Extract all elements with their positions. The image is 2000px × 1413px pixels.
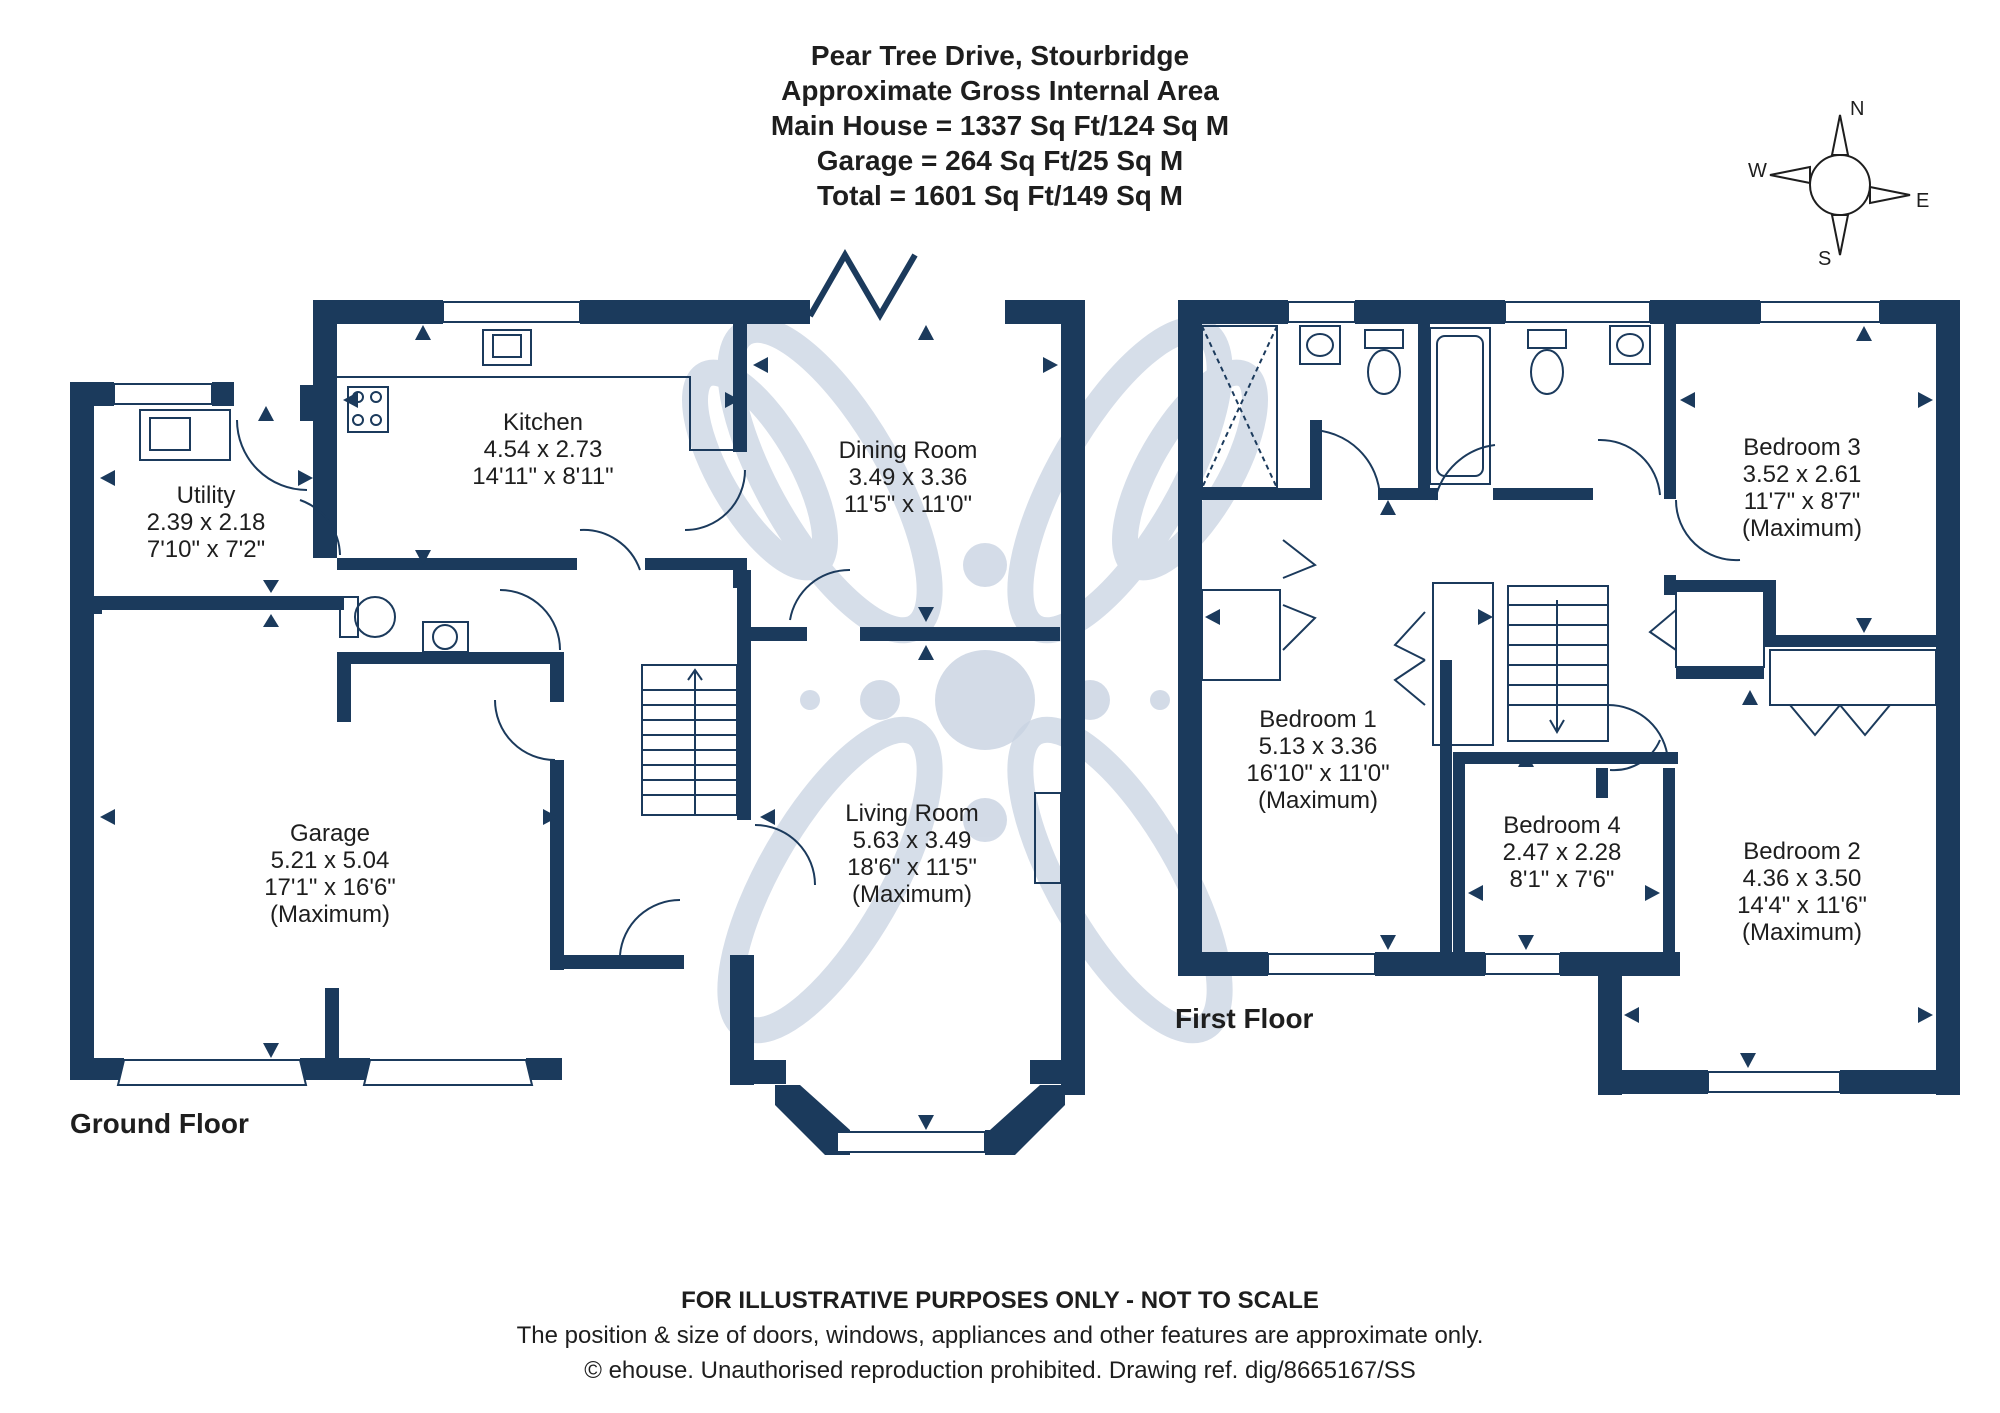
compass-east: E [1916,190,1930,212]
room-imperial: 7'10" x 7'2" [146,536,266,563]
area-title: Approximate Gross Internal Area [781,75,1219,106]
room-imperial: 16'10" x 11'0" [1246,760,1390,787]
room-name: Living Room [845,800,979,827]
room-metric: 2.47 x 2.28 [1502,839,1622,866]
room-name: Utility [176,482,236,509]
room-imperial: 11'7" x 8'7" [1743,488,1861,515]
room-metric: 5.13 x 3.36 [1258,733,1378,760]
room-metric: 5.63 x 3.49 [852,827,972,854]
first-floor-windows [1267,301,1881,1093]
ground-floor-label: Ground Floor [70,1108,249,1139]
room-kitchen: Kitchen 4.54 x 2.73 14'11" x 8'11" [472,409,613,490]
room-name: Bedroom 4 [1503,812,1621,839]
compass-west: W [1748,160,1767,182]
first-floor-label: First Floor [1175,1003,1314,1034]
room-name: Dining Room [838,437,978,464]
main-house-area: Main House = 1337 Sq Ft/124 Sq M [770,110,1230,141]
ground-floor-arrows [100,325,1058,1130]
room-imperial: 14'11" x 8'11" [472,463,614,490]
room-note: (Maximum) [1742,919,1862,946]
room-note: (Maximum) [1257,787,1378,814]
copyright-notice: © ehouse. Unauthorised reproduction proh… [584,1357,1416,1384]
compass-south: S [1818,248,1832,270]
room-name: Kitchen [502,409,584,436]
first-floor-fittings [1201,325,1937,772]
room-name: Garage [289,820,371,847]
room-metric: 5.21 x 5.04 [270,847,390,874]
first-floor-arrows [1205,326,1933,1068]
disclaimer-body: The position & size of doors, windows, a… [516,1322,1484,1349]
room-imperial: 8'1" x 7'6" [1509,866,1615,893]
room-metric: 4.54 x 2.73 [483,436,603,463]
room-imperial: 14'4" x 11'6" [1737,892,1867,919]
room-metric: 3.49 x 3.36 [848,464,968,491]
compass-rose [1769,114,1911,256]
room-bedroom-1: Bedroom 1 5.13 x 3.36 16'10" x 11'0" (Ma… [1246,706,1389,814]
property-address: Pear Tree Drive, Stourbridge [810,40,1190,71]
garage-area: Garage = 264 Sq Ft/25 Sq M [816,145,1184,176]
room-bedroom-2: Bedroom 2 4.36 x 3.50 14'4" x 11'6" (Max… [1737,838,1867,946]
kitchen-fittings [139,249,1062,956]
room-imperial: 18'6" x 11'5" [847,854,977,881]
room-bedroom-3: Bedroom 3 3.52 x 2.61 11'7" x 8'7" (Maxi… [1742,434,1862,542]
room-garage: Garage 5.21 x 5.04 17'1" x 16'6" (Maximu… [264,820,396,928]
room-name: Bedroom 2 [1743,838,1861,865]
room-utility: Utility 2.39 x 2.18 7'10" x 7'2" [147,482,266,563]
room-metric: 2.39 x 2.18 [146,509,266,536]
room-name: Bedroom 3 [1743,434,1861,461]
disclaimer-title: FOR ILLUSTRATIVE PURPOSES ONLY - NOT TO … [681,1287,1319,1314]
first-floor-walls [1178,300,1960,1095]
room-note: (Maximum) [270,901,390,928]
total-area: Total = 1601 Sq Ft/149 Sq M [817,180,1183,211]
room-metric: 4.36 x 3.50 [1742,865,1862,892]
room-living: Living Room 5.63 x 3.49 18'6" x 11'5" (M… [845,800,978,908]
room-dining: Dining Room 3.49 x 3.36 11'5" x 11'0" [839,437,978,518]
room-note: (Maximum) [852,881,972,908]
room-note: (Maximum) [1742,515,1862,542]
room-imperial: 17'1" x 16'6" [264,874,396,901]
watermark-dots [800,543,1170,842]
room-imperial: 11'5" x 11'0" [843,491,973,518]
compass-north: N [1850,98,1865,120]
ground-floor-windows [113,301,986,1153]
room-bedroom-4: Bedroom 4 2.47 x 2.28 8'1" x 7'6" [1503,812,1622,893]
room-metric: 3.52 x 2.61 [1742,461,1862,488]
ground-floor-walls [70,300,1085,1155]
room-name: Bedroom 1 [1259,706,1377,733]
